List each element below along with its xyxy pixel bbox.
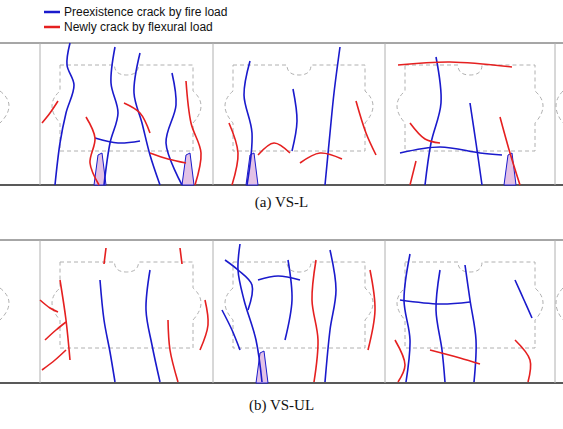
flexural-crack [104, 248, 106, 264]
fire-crack [222, 310, 240, 350]
segment-line [385, 240, 386, 383]
block-out-outline [52, 262, 201, 348]
flexural-crack [180, 248, 182, 264]
legend-text: Preexistence crack by fire load [64, 5, 227, 19]
segment-line [40, 43, 41, 185]
specimen-panel [0, 43, 563, 185]
segment-line [213, 240, 214, 383]
fire-crack [325, 250, 336, 382]
specimen-edge [0, 43, 563, 44]
fire-crack [465, 265, 476, 382]
fire-crack [425, 57, 441, 185]
flexural-crack [312, 260, 318, 382]
fire-crack [244, 61, 252, 185]
fire-crack [134, 53, 160, 185]
fire-crack [258, 276, 300, 280]
flexural-crack [300, 153, 342, 163]
flexural-crack [368, 270, 375, 350]
segment-line [555, 43, 556, 185]
fire-crack [104, 47, 118, 185]
block-out-outline [225, 262, 373, 348]
fire-crack [95, 138, 140, 143]
specimen-edge [0, 382, 563, 384]
legend-text: Newly crack by flexural load [64, 20, 213, 34]
fire-crack [238, 244, 262, 382]
flexural-crack [42, 350, 66, 370]
fire-crack [515, 280, 532, 318]
flexural-crack [356, 101, 376, 155]
fire-crack [470, 103, 482, 185]
flexural-crack [410, 123, 440, 143]
block-out-outline [556, 288, 563, 320]
flexural-crack [45, 322, 66, 340]
specimen-panel [0, 240, 563, 383]
flexural-crack [515, 340, 531, 382]
block-out-outline [52, 65, 201, 151]
flexural-crack [395, 340, 405, 382]
figure-caption: (b) VS-UL [0, 397, 563, 414]
legend-line-sample [44, 26, 60, 29]
figure-caption: (a) VS-L [0, 194, 563, 211]
block-out-outline [0, 91, 9, 123]
block-out-outline [0, 288, 9, 320]
flexural-crack [398, 62, 512, 67]
fire-crack [285, 260, 292, 340]
spalling-patch [182, 153, 194, 185]
fire-crack [100, 280, 115, 382]
block-out-outline [556, 91, 563, 123]
specimen-edge [0, 184, 563, 186]
segment-line [555, 240, 556, 383]
fire-crack [436, 270, 445, 382]
flexural-crack [124, 103, 150, 133]
fire-crack [146, 270, 160, 382]
flexural-crack [258, 143, 290, 155]
fire-crack [166, 73, 182, 185]
flexural-crack [86, 117, 99, 185]
legend-line-sample [44, 11, 60, 14]
flexural-crack [42, 101, 58, 123]
flexural-crack [229, 123, 238, 185]
flexural-crack [410, 161, 416, 185]
block-out-outline [225, 65, 373, 151]
segment-line [385, 43, 386, 185]
flexural-crack [430, 350, 480, 364]
flexural-crack [200, 300, 208, 350]
segment-line [40, 240, 41, 383]
segment-line [213, 43, 214, 185]
fire-crack [55, 43, 74, 185]
flexural-crack [500, 117, 520, 185]
flexural-crack [168, 320, 178, 382]
fire-crack [225, 260, 252, 310]
fire-crack [400, 300, 470, 304]
fire-crack [292, 89, 297, 151]
flexural-crack [40, 300, 58, 312]
fire-crack [400, 147, 502, 155]
flexural-crack [60, 280, 70, 360]
fire-crack [325, 47, 340, 185]
flexural-crack [150, 153, 186, 163]
flexural-crack [186, 81, 201, 185]
specimen-edge [0, 240, 563, 241]
